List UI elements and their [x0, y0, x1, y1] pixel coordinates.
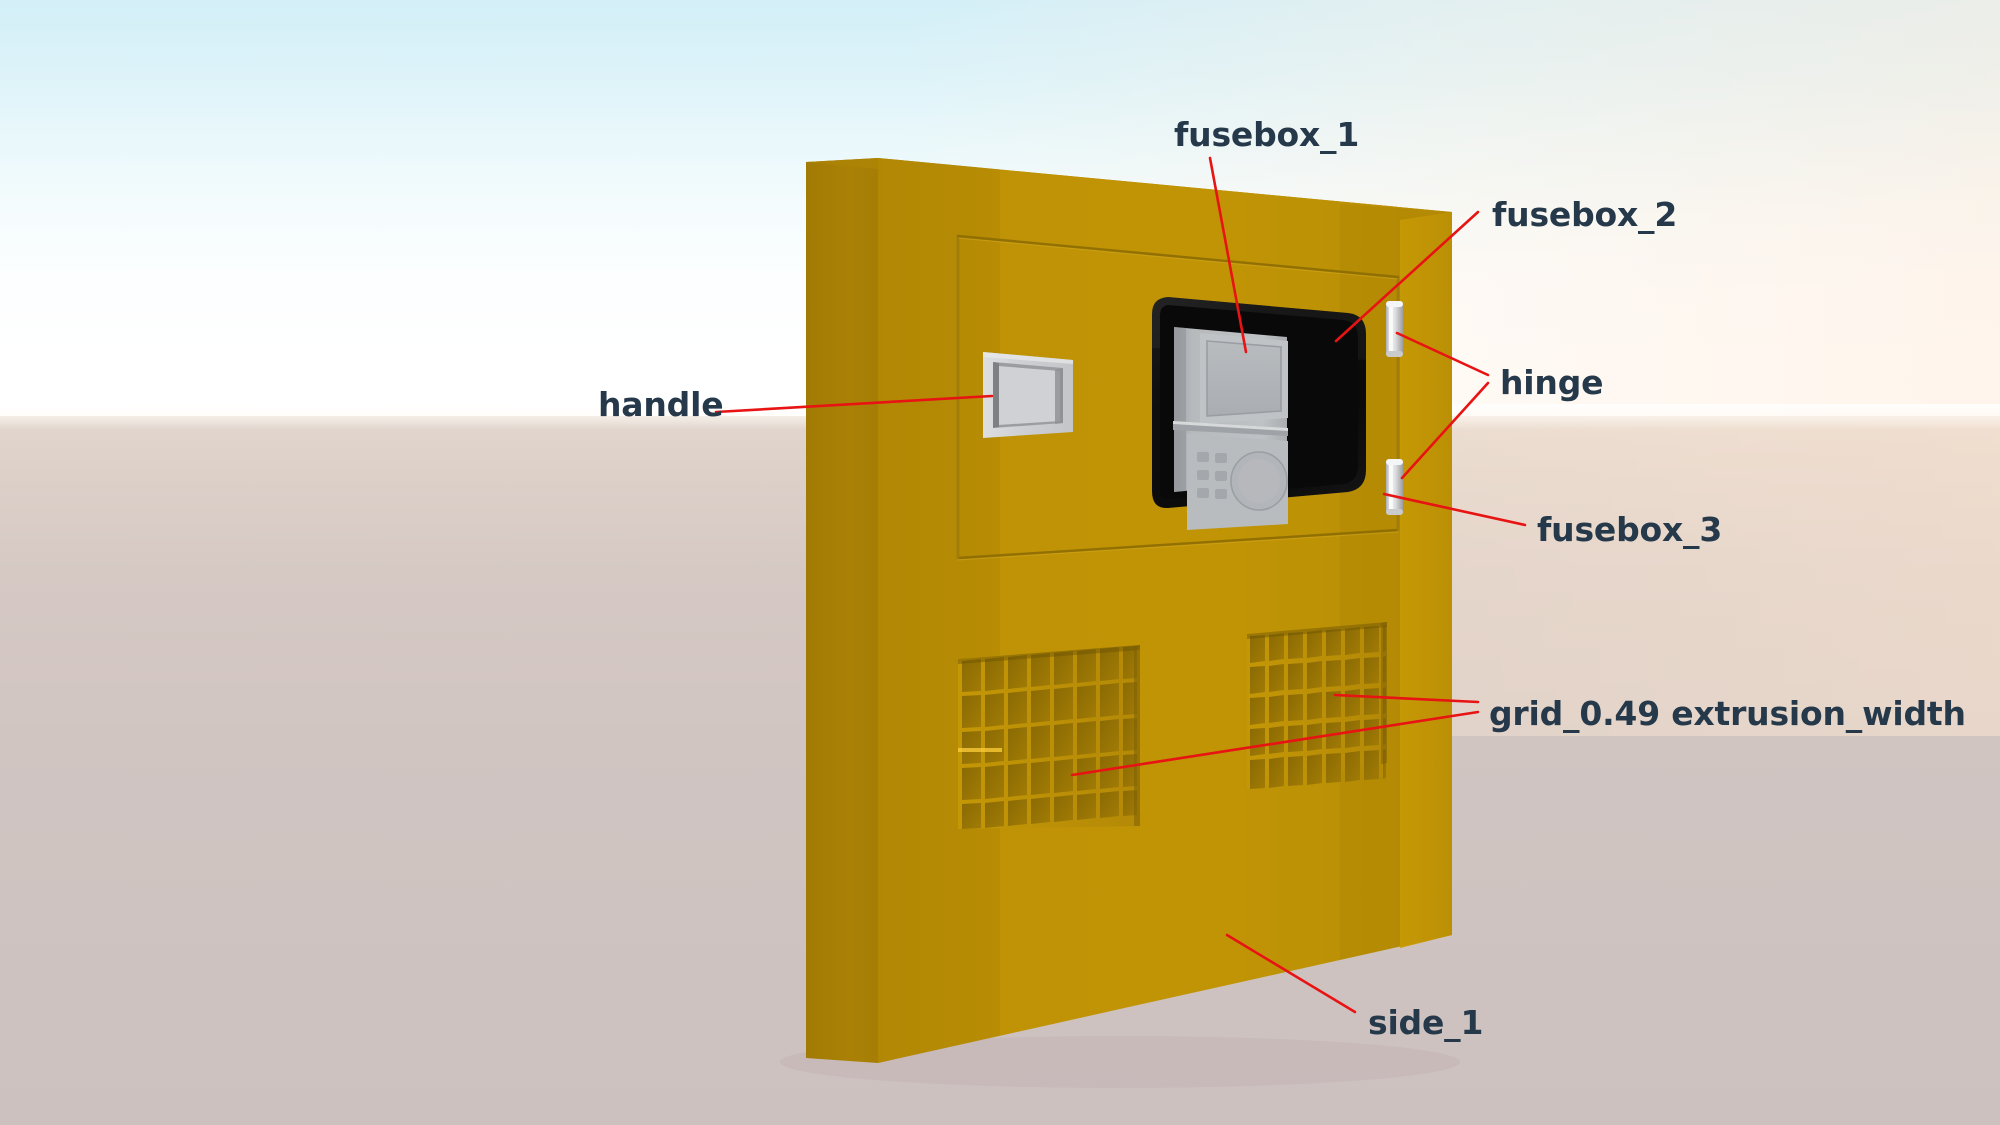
device-keypad-buttons[interactable]	[1197, 452, 1227, 499]
device-screen	[1206, 340, 1282, 417]
label-fusebox-1: fusebox_1	[1174, 115, 1360, 154]
cabinet-right-side-face	[1400, 212, 1452, 948]
leader-line-side-1	[1225, 933, 1357, 1014]
cabinet-left-edge-face	[806, 158, 878, 1063]
leader-line-hinge-upper	[1395, 331, 1490, 377]
label-fusebox-3: fusebox_3	[1537, 510, 1723, 549]
leader-line-fusebox-1	[1208, 156, 1248, 354]
label-handle: handle	[598, 385, 724, 424]
leader-line-fusebox-2	[1334, 210, 1480, 343]
handle[interactable]	[983, 352, 1073, 438]
hinge-upper[interactable]	[1386, 301, 1403, 357]
vent-grid-left	[958, 645, 1140, 829]
hinge-lower[interactable]	[1386, 459, 1403, 515]
leader-line-handle	[714, 394, 994, 414]
label-grid-extrusion-width: grid_0.49 extrusion_width	[1489, 694, 1966, 733]
leader-line-grid-lower	[1070, 710, 1480, 777]
fusebox-1-device[interactable]	[1173, 327, 1288, 530]
leader-line-fusebox-3	[1382, 492, 1527, 527]
label-fusebox-2: fusebox_2	[1492, 195, 1678, 234]
label-side-1: side_1	[1368, 1003, 1484, 1042]
vent-grid-left-cells	[958, 646, 1137, 829]
leader-line-grid-upper	[1333, 693, 1480, 704]
leader-line-hinge-lower	[1400, 381, 1490, 480]
vent-grid-right	[1247, 622, 1387, 789]
label-hinge: hinge	[1500, 363, 1604, 402]
door-seam-outline	[956, 234, 1400, 560]
